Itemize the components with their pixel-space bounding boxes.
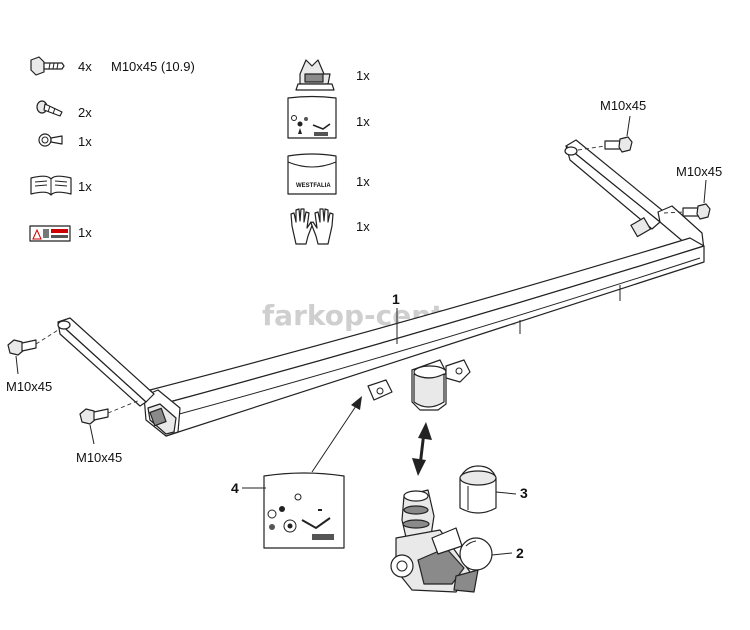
socket-cover-icon: [295, 59, 335, 91]
pouch-brand-text: WESTFALIA: [296, 183, 331, 189]
part-number-3: 3: [520, 485, 528, 501]
callout-bolt-top-right-2: M10x45: [676, 164, 722, 179]
leader-line: [703, 179, 707, 204]
arrow-part-4-head: [351, 396, 362, 410]
kit-left-qty-5: 1x: [78, 225, 92, 240]
westfalia-pouch-icon: WESTFALIA: [287, 153, 337, 195]
leader-line: [89, 424, 95, 445]
screw-icon: [36, 100, 63, 117]
callout-bolt-left-2: M10x45: [76, 450, 122, 465]
gloves-icon: [290, 208, 334, 245]
tow-bar-crossbeam: [57, 139, 705, 437]
callout-bolt-top-right-1: M10x45: [600, 98, 646, 113]
leader-line-part-3: [495, 491, 517, 495]
leader-line: [626, 115, 631, 137]
kit-left-qty-2: 2x: [78, 105, 92, 120]
kit-right-qty-2: 1x: [356, 114, 370, 129]
kit-right-qty-4: 1x: [356, 219, 370, 234]
double-arrow-icon: [412, 422, 432, 476]
warning-sticker-icon: [29, 225, 71, 242]
bolt-icon: [30, 56, 65, 76]
leader-line: [15, 355, 19, 375]
part-number-2: 2: [516, 545, 524, 561]
kit-right-qty-3: 1x: [356, 174, 370, 189]
ring-icon: [38, 133, 63, 147]
instruction-card-part-4: [263, 472, 345, 549]
bolt-top-right-1: [604, 136, 633, 153]
kit-left-qty-1: 4x: [78, 59, 92, 74]
bolt-top-right-2: [682, 203, 711, 220]
manual-book-icon: [30, 175, 72, 196]
leader-line-part-2: [491, 552, 513, 556]
ball-cap-part-3: [459, 465, 497, 514]
bolt-guide-line: [577, 145, 606, 151]
kit-left-qty-4: 1x: [78, 179, 92, 194]
bolt-guide-line: [35, 329, 59, 345]
bolt-guide-line: [107, 399, 141, 414]
instruction-card-icon: [287, 95, 337, 139]
bolt-guide-line: [663, 211, 684, 214]
kit-left-spec-1: M10x45 (10.9): [111, 59, 195, 74]
ball-neck-part-2: [390, 489, 493, 593]
bolt-left-2: [79, 408, 109, 425]
part-number-4: 4: [231, 480, 239, 496]
part-number-1: 1: [392, 291, 400, 307]
callout-bolt-left-1: M10x45: [6, 379, 52, 394]
kit-left-qty-3: 1x: [78, 134, 92, 149]
kit-right-qty-1: 1x: [356, 68, 370, 83]
arrow-part-4-line: [311, 405, 357, 473]
bolt-left-1: [7, 339, 37, 356]
